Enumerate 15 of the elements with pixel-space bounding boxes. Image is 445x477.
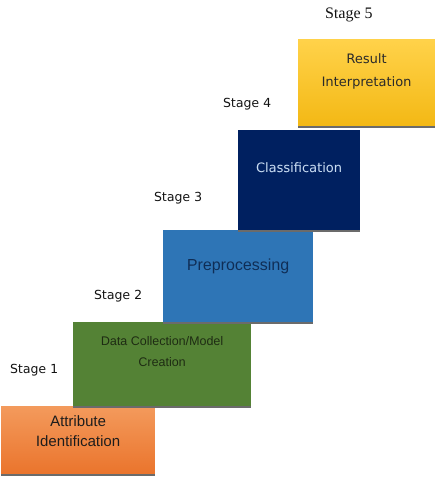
stage-step — [1, 406, 155, 474]
stage-step — [238, 130, 360, 230]
step-title: Classification — [256, 160, 342, 178]
stage-step — [163, 230, 313, 322]
stage-label: Stage 2 — [94, 287, 142, 302]
stage-label: Stage 1 — [10, 361, 58, 376]
step-title: Preprocessing — [186, 256, 290, 276]
stage-step — [298, 39, 435, 126]
stage-label: Stage 3 — [154, 189, 202, 204]
step-title: Data Collection/Model Creation — [100, 333, 224, 371]
stage-step — [73, 322, 251, 406]
stage-label: Stage 4 — [223, 95, 272, 110]
step-title: Attribute Identification — [34, 412, 122, 452]
step-title: Result Interpretation — [320, 51, 412, 92]
stage-label: Stage 5 — [325, 5, 373, 23]
